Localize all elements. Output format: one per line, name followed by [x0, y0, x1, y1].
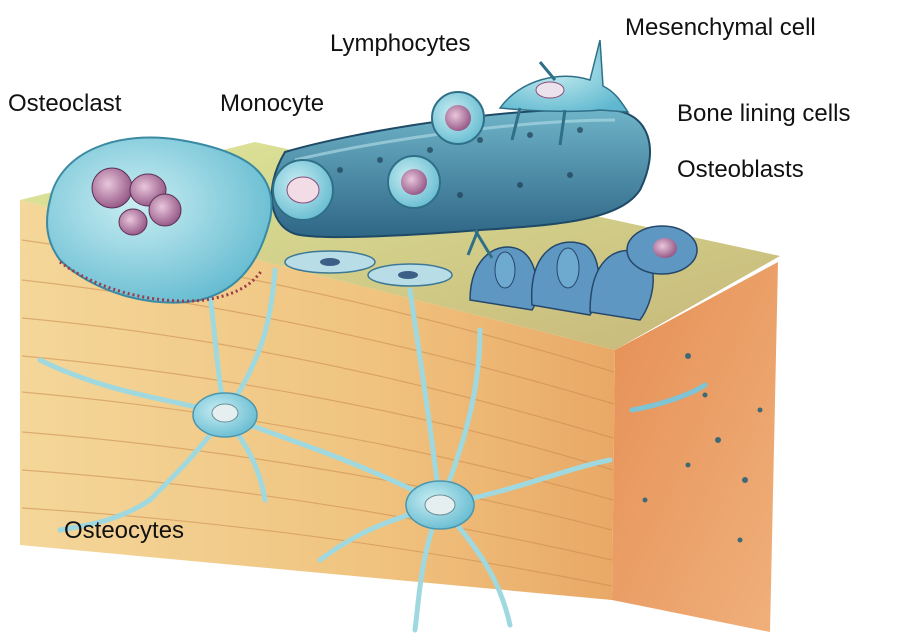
lymphocytes-label: Lymphocytes — [330, 32, 471, 56]
monocyte-cell — [273, 160, 333, 220]
bone-lining-cells-label: Bone lining cells — [677, 102, 850, 126]
osteocytes-label: Osteocytes — [64, 519, 184, 543]
osteoclast-label: Osteoclast — [8, 92, 121, 116]
osteoblasts-label: Osteoblasts — [677, 158, 804, 182]
monocyte-label: Monocyte — [220, 92, 324, 116]
mesenchymal-cell-label: Mesenchymal cell — [625, 16, 816, 40]
